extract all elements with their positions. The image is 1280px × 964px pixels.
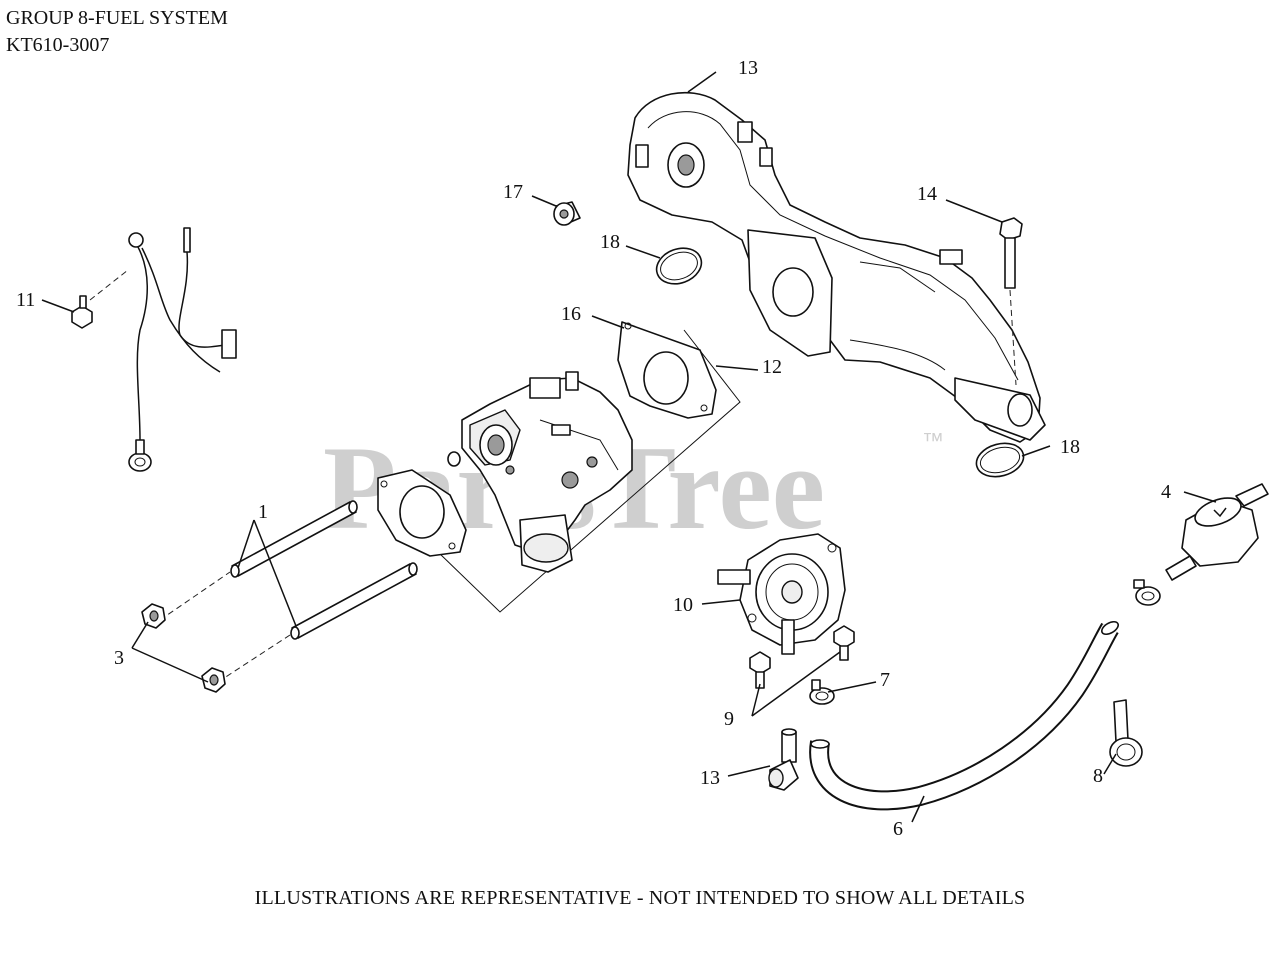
- nut-upper: [141, 603, 166, 629]
- fuel-hose-part-6: [809, 620, 1119, 811]
- fuel-pump-part-10: [717, 533, 846, 655]
- callout-10: 10: [673, 594, 693, 616]
- callout-18-upper: 18: [600, 231, 620, 253]
- callout-labels: 13 14 17 18 18 16 12 4 1 3 11 10 9 7 13 …: [16, 57, 1171, 840]
- watermark-trademark: ™: [922, 428, 944, 453]
- o-ring-upper: [655, 247, 703, 285]
- callout-12: 13: [700, 767, 720, 789]
- intake-manifold-part: [627, 91, 1046, 443]
- disclaimer-footer: ILLUSTRATIONS ARE REPRESENTATIVE - NOT I…: [254, 887, 1026, 909]
- model-number: KT610-3007: [6, 34, 110, 56]
- carburetor-assembly: [447, 371, 633, 573]
- callout-9: 9: [724, 708, 734, 730]
- callout-17: 17: [503, 181, 523, 203]
- fuel-filter-part-4: [1165, 483, 1269, 581]
- pump-screw-right: [833, 625, 855, 661]
- screw-part-11: [71, 295, 93, 329]
- callout-7: 7: [880, 669, 890, 691]
- filter-hose-clamp: [1133, 579, 1161, 606]
- stud-lower: [290, 562, 418, 640]
- callout-6: 6: [893, 818, 903, 840]
- hose-clip-part-8: [1109, 699, 1143, 767]
- stud-upper: [230, 500, 358, 578]
- spacer-part-17: [553, 201, 581, 226]
- callout-18-lower: 18: [1060, 436, 1080, 458]
- gasket-part-16: [617, 321, 717, 419]
- callout-16: 16: [561, 303, 581, 325]
- leader-lines: [41, 71, 1217, 823]
- callout-4: 4: [1161, 481, 1171, 503]
- callout-15: 14: [917, 183, 937, 205]
- callout-14: 13: [738, 57, 758, 79]
- fuel-solenoid-wire-harness: [128, 227, 237, 472]
- pump-screw-left: [749, 651, 771, 689]
- carburetor-gasket: [377, 469, 467, 557]
- callout-1: 1: [258, 501, 268, 523]
- nut-lower: [201, 667, 226, 693]
- callout-11: 11: [16, 289, 35, 311]
- carburetor-kit-bracket: [437, 329, 741, 613]
- callout-3: 3: [114, 647, 124, 669]
- elbow-fitting-part-12: [768, 728, 799, 791]
- callout-13: 12: [762, 356, 782, 378]
- bolt-part-15: [999, 217, 1023, 386]
- diagram-title: GROUP 8-FUEL SYSTEM: [6, 7, 228, 29]
- callout-8: 8: [1093, 765, 1103, 787]
